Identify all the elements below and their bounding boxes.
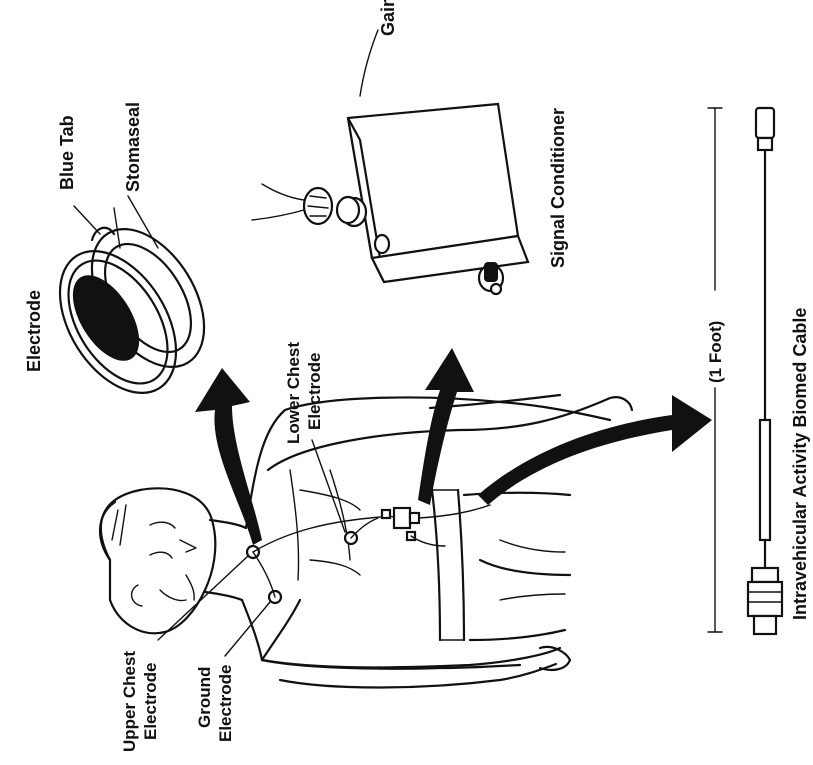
blue-tab-leader (74, 206, 100, 234)
label-blue-tab: Blue Tab (57, 115, 77, 190)
stomaseal-leader (128, 196, 158, 248)
label-stomaseal: Stomaseal (123, 102, 143, 192)
cable-bottom-connector (748, 582, 782, 616)
arrow-to-signal-conditioner (418, 348, 474, 505)
callout-arrows (195, 348, 712, 545)
label-lower-chest-electrode-line2: Electrode (305, 353, 324, 430)
label-signal-conditioner: Signal Conditioner (548, 108, 568, 268)
label-lower-chest-electrode-line1: Lower Chest (284, 342, 303, 444)
arrow-to-electrode (195, 368, 262, 545)
harness-connector-block (394, 508, 410, 528)
label-ground-electrode-line2: Electrode (216, 665, 235, 742)
body-electrodes (247, 505, 490, 603)
gain-knob (491, 284, 501, 294)
label-electrode: Electrode (24, 290, 44, 372)
label-ground-electrode-line1: Ground (195, 667, 214, 728)
signal-conditioner (252, 30, 528, 294)
label-upper-chest-electrode-line2: Electrode (141, 663, 160, 740)
cable-top-connector (756, 108, 774, 138)
label-upper-chest-electrode-line1: Upper Chest (120, 651, 139, 752)
arrow-to-cable (478, 395, 712, 505)
label-cable-length: (1 Foot) (706, 321, 725, 383)
ground-leader (225, 602, 270, 656)
lower-chest-leader (312, 440, 345, 532)
gain-leader (360, 30, 378, 96)
label-gain: Gain (378, 0, 398, 36)
astronaut-figure (100, 395, 632, 688)
label-biomed-cable: Intravehicular Activity Biomed Cable (790, 308, 810, 620)
electrode-detail (36, 196, 227, 414)
